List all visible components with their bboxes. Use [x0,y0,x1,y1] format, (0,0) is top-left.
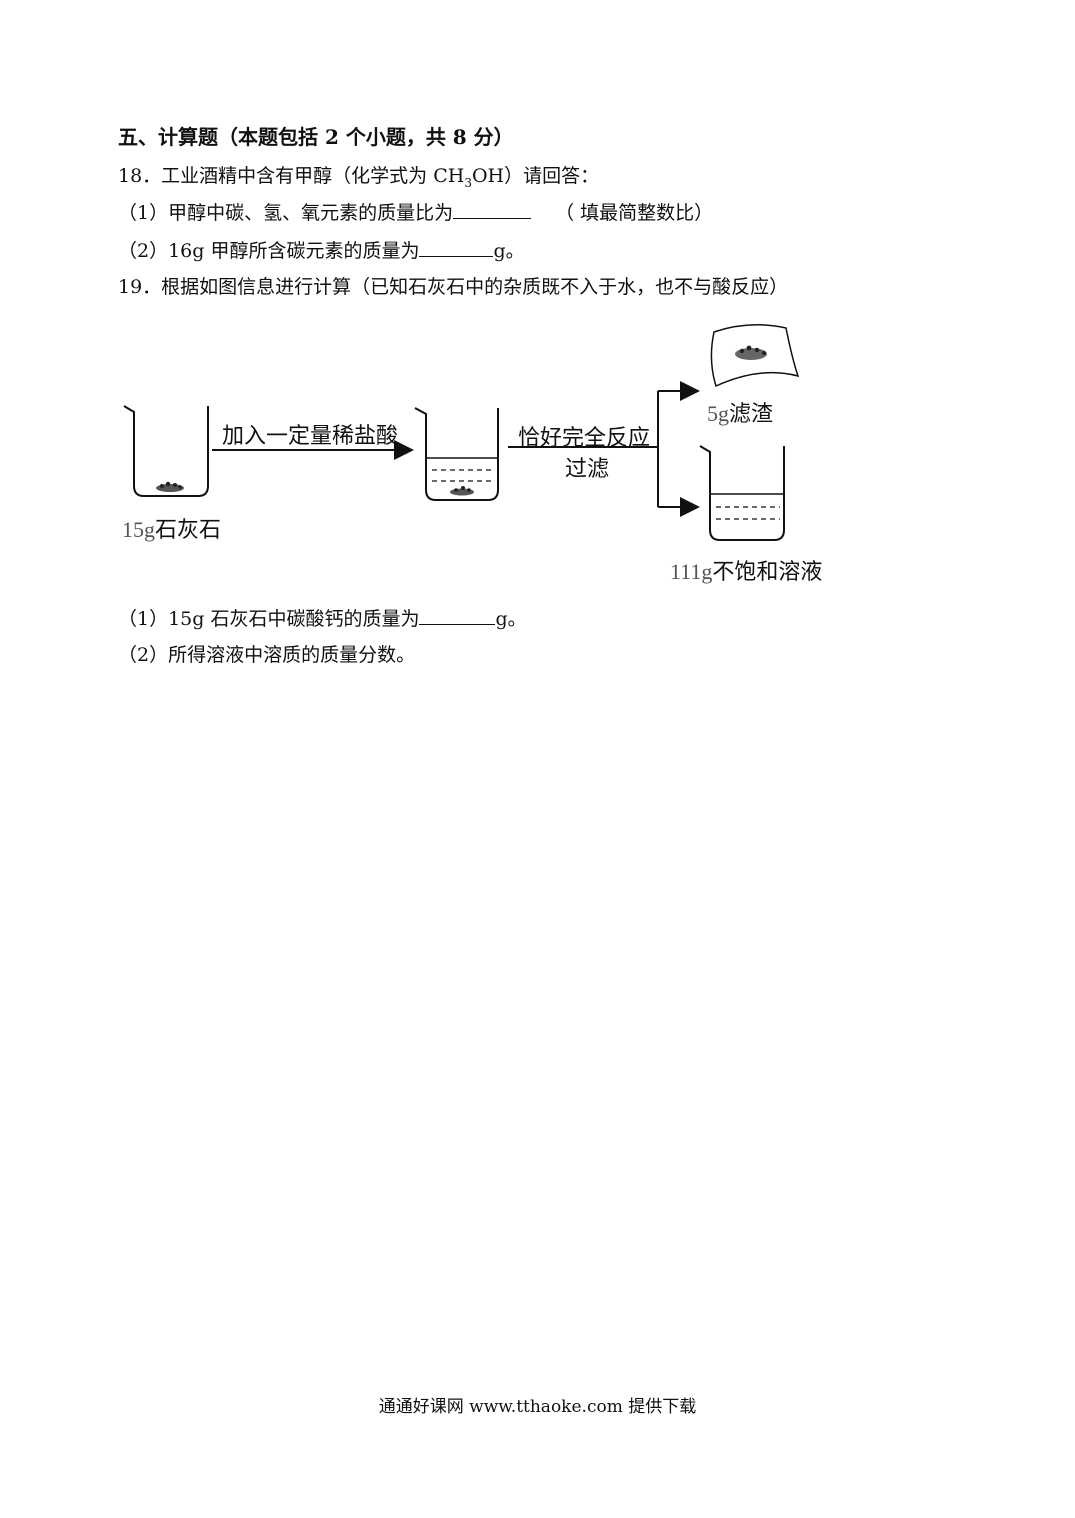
question-18-stem: 18．工业酒精中含有甲醇（化学式为 CH3OH）请回答： [118,164,599,195]
residue-solid-icon [735,345,767,360]
question-18-part-2: （2）16g 甲醇所含碳元素的质量为 g。 [118,238,525,263]
page-footer: 通通好课网 www.tthaoke.com 提供下载 [378,1397,697,1417]
question-19-part-1: （1）15g 石灰石中碳酸钙的质量为 g。 [118,606,527,631]
answer-blank-18-1[interactable] [453,200,532,219]
label-start-mass: 15g [122,517,155,542]
label-solution-mass: 111g [670,559,713,584]
label-residue-mass: 5g [707,401,729,426]
limestone-solid-icon [156,481,184,492]
beaker-solution [699,445,785,541]
label-start-substance: 15g石灰石 [122,512,221,544]
label-residue: 5g滤渣 [707,396,773,428]
question-18-stem-tail: OH）请回答： [471,165,600,187]
question-18-stem-text: 18．工业酒精中含有甲醇（化学式为 CH [118,165,465,187]
subscript-3: 3 [464,175,472,190]
reaction-solid-icon [450,486,474,496]
question-18-part-2-unit: g。 [493,240,525,262]
question-18-part-2-text: （2）16g 甲醇所含碳元素的质量为 [118,240,420,262]
question-19-part-1-unit: g。 [495,608,527,630]
label-add-acid: 加入一定量稀盐酸 [222,424,399,449]
filter-paper-residue [710,324,800,388]
question-19-part-1-text: （1）15g 石灰石中碳酸钙的质量为 [118,608,420,630]
reaction-diagram: 15g石灰石 加入一定量稀盐酸 恰好完全反应 过滤 5g滤渣 111g不饱和溶液 [110,318,870,593]
label-filter: 过滤 [565,457,610,482]
question-19-stem: 19．根据如图信息进行计算（已知石灰石中的杂质既不入于水，也不与酸反应） [118,276,789,298]
answer-blank-18-2[interactable] [419,238,494,257]
beaker-reaction [414,407,499,501]
label-complete-reaction: 恰好完全反应 [518,426,651,451]
label-residue-name: 滤渣 [729,402,774,427]
label-start-name: 石灰石 [155,518,222,543]
answer-blank-19-1[interactable] [419,606,496,625]
label-solution: 111g不饱和溶液 [670,554,822,586]
question-19-part-2: （2）所得溶液中溶质的质量分数。 [118,644,416,666]
question-18-part-1-text: （1）甲醇中碳、氢、氧元素的质量比为 [118,202,454,224]
question-18-part-1-hint: （ 填最简整数比） [555,202,714,224]
diagram-graphics [123,324,800,541]
arrow-filter-branch [508,381,700,517]
question-18-part-1: （1）甲醇中碳、氢、氧元素的质量比为 （ 填最简整数比） [118,200,713,225]
label-solution-name: 不饱和溶液 [712,560,823,585]
beaker-limestone [123,405,209,497]
section-title: 五、计算题（本题包括 2 个小题，共 8 分） [118,125,514,149]
